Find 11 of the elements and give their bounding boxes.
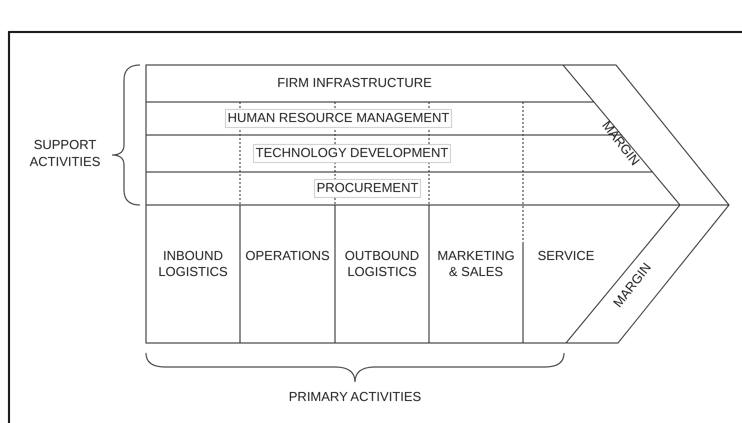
- activity-label: TECHNOLOGY DEVELOPMENT: [252, 144, 452, 163]
- activity-label: HUMAN RESOURCE MANAGEMENT: [224, 109, 452, 128]
- activity-label: MARKETING & SALES: [436, 248, 516, 280]
- activity-label: INBOUND LOGISTICS: [157, 248, 229, 280]
- group-label: SUPPORT ACTIVITIES: [28, 136, 102, 170]
- activity-label: PROCUREMENT: [314, 179, 422, 198]
- group-label: PRIMARY ACTIVITIES: [288, 388, 422, 405]
- activity-label: OUTBOUND LOGISTICS: [344, 248, 420, 280]
- activity-label: FIRM INFRASTRUCTURE: [277, 75, 432, 92]
- activity-label: OPERATIONS: [245, 248, 330, 264]
- activity-label: SERVICE: [538, 248, 594, 264]
